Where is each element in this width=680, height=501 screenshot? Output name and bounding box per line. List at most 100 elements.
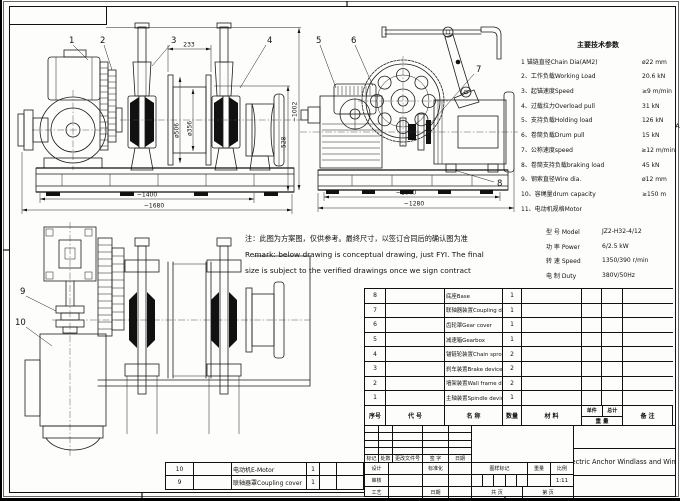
balloon-3: 3 bbox=[171, 36, 176, 46]
drawing-frame bbox=[9, 6, 676, 493]
part-weight-total bbox=[602, 288, 623, 303]
part-seq: 1 bbox=[365, 390, 386, 405]
part-name: 墙架装置Wall frame device bbox=[445, 375, 503, 391]
col-seq: 序号 bbox=[365, 404, 386, 425]
part-qty: 1 bbox=[503, 390, 522, 405]
part-code bbox=[386, 302, 445, 318]
part-weight-total bbox=[602, 390, 623, 405]
note-line-cn: 注：此图为方案图，仅供参考。最终尺寸，以签订合同后的确认图为准 bbox=[245, 234, 468, 243]
part-code bbox=[386, 331, 445, 347]
parts-header-row: 序号 代 号 名 称 数量 材 料 单件总计 重 量 备 注 bbox=[365, 404, 675, 425]
mid-blank-cell bbox=[472, 426, 574, 463]
part-remark bbox=[623, 375, 673, 391]
date-label: 日期 bbox=[423, 487, 449, 498]
spec-label: 1 锚链直径Chain Dia(AM2) bbox=[521, 58, 598, 66]
spec-value: ≥150 m bbox=[642, 190, 667, 198]
plan-view bbox=[24, 222, 311, 458]
spec-row: 11、电动机规格Motor bbox=[521, 203, 675, 218]
spec-value: 15 kN bbox=[642, 132, 660, 140]
spec-label: 8、卷筒支持负载braking load bbox=[521, 161, 605, 169]
spec-label: 11、电动机规格Motor bbox=[521, 205, 582, 213]
part-weight-unit bbox=[582, 331, 602, 347]
part-remark bbox=[623, 360, 673, 376]
dim-528: 528 bbox=[281, 136, 288, 148]
part-qty: 1 bbox=[503, 302, 522, 318]
balloon-4: 4 bbox=[267, 36, 272, 46]
part-name: 联轴器装置Coupling device bbox=[445, 302, 503, 318]
part-code bbox=[194, 476, 232, 489]
part-remark bbox=[623, 390, 673, 405]
col-name: 名 称 bbox=[445, 404, 503, 425]
audit-date-cell bbox=[449, 475, 472, 487]
part-code bbox=[386, 346, 445, 361]
balloon-5: 5 bbox=[316, 36, 321, 46]
balloon-labels: 1 2 3 4 5 6 7 8 9 10 bbox=[15, 36, 502, 347]
part-seq: 2 bbox=[365, 375, 386, 391]
spec-value: 126 kN bbox=[642, 117, 664, 125]
part-qty: 1 bbox=[503, 288, 522, 303]
part-seq: 9 bbox=[166, 476, 194, 489]
pages-no-label: 第 页 bbox=[523, 487, 574, 498]
spec-value: ≥9 m/min bbox=[642, 88, 672, 96]
scale-label: 比例 bbox=[551, 463, 574, 475]
note-line-en2: size is subject to the verified drawings… bbox=[245, 266, 471, 275]
part-name: 齿轮罩Gear cover bbox=[445, 317, 503, 332]
part-qty: 1 bbox=[503, 317, 522, 332]
front-view bbox=[17, 22, 302, 196]
part-remark bbox=[337, 463, 364, 476]
standard-sign-cell bbox=[449, 463, 472, 475]
part-seq: 4 bbox=[365, 346, 386, 361]
balloon-9: 9 bbox=[20, 287, 25, 297]
spec-row: 7、公称速度speed≥12 m/min bbox=[521, 144, 675, 159]
col-qty: 数量 bbox=[503, 404, 522, 425]
part-remark bbox=[337, 476, 364, 489]
part-material bbox=[320, 476, 337, 489]
part-qty: 1 bbox=[503, 331, 522, 347]
part-remark bbox=[623, 346, 673, 361]
part-qty: 2 bbox=[503, 346, 522, 361]
spec-value: ø12 mm bbox=[642, 176, 667, 184]
design-sign-cell bbox=[389, 463, 423, 475]
dim-1002: ~1002 bbox=[292, 102, 299, 122]
part-name: 底座Base bbox=[445, 288, 503, 303]
part-remark bbox=[623, 317, 673, 332]
pages-total-label: 共 页 bbox=[472, 487, 523, 498]
audit-sign-cell bbox=[389, 475, 423, 487]
dim-1400: ~1400 bbox=[137, 192, 157, 199]
part-seq: 6 bbox=[365, 317, 386, 332]
motor-spec-value: 380V/50Hz bbox=[602, 271, 635, 279]
part-qty: 2 bbox=[503, 375, 522, 391]
part-weight-total bbox=[602, 375, 623, 391]
craft-sign-cell bbox=[389, 487, 423, 498]
part-weight-total bbox=[602, 360, 623, 376]
part-name: 锚链轮装置Chain sprocket device bbox=[445, 346, 503, 361]
motor-spec-value: 1350/390 r/min bbox=[602, 257, 649, 265]
spec-label: 5、支持负载Holding load bbox=[521, 117, 593, 125]
weight-label: 重量 bbox=[528, 463, 551, 475]
part-weight-total bbox=[602, 346, 623, 361]
rev-col-docno: 更改文件号 bbox=[393, 455, 423, 463]
title-block: 标记 处数 更改文件号 签 字 日期 设计 标准化 审核 工艺 日期 图样标记 … bbox=[364, 425, 676, 498]
part-weight-total bbox=[602, 331, 623, 347]
part-name: 电动机E-Motor bbox=[232, 463, 307, 476]
part-material bbox=[320, 463, 337, 476]
design-label: 设计 bbox=[365, 463, 389, 475]
motor-spec-value: JZ2-H32-4/12 bbox=[602, 227, 642, 235]
drawing-title: Electric Anchor Windlass and Winch bbox=[574, 449, 675, 476]
spec-row: 5、支持负载Holding load 126 kN bbox=[521, 114, 675, 129]
balloon-6: 6 bbox=[351, 36, 356, 46]
